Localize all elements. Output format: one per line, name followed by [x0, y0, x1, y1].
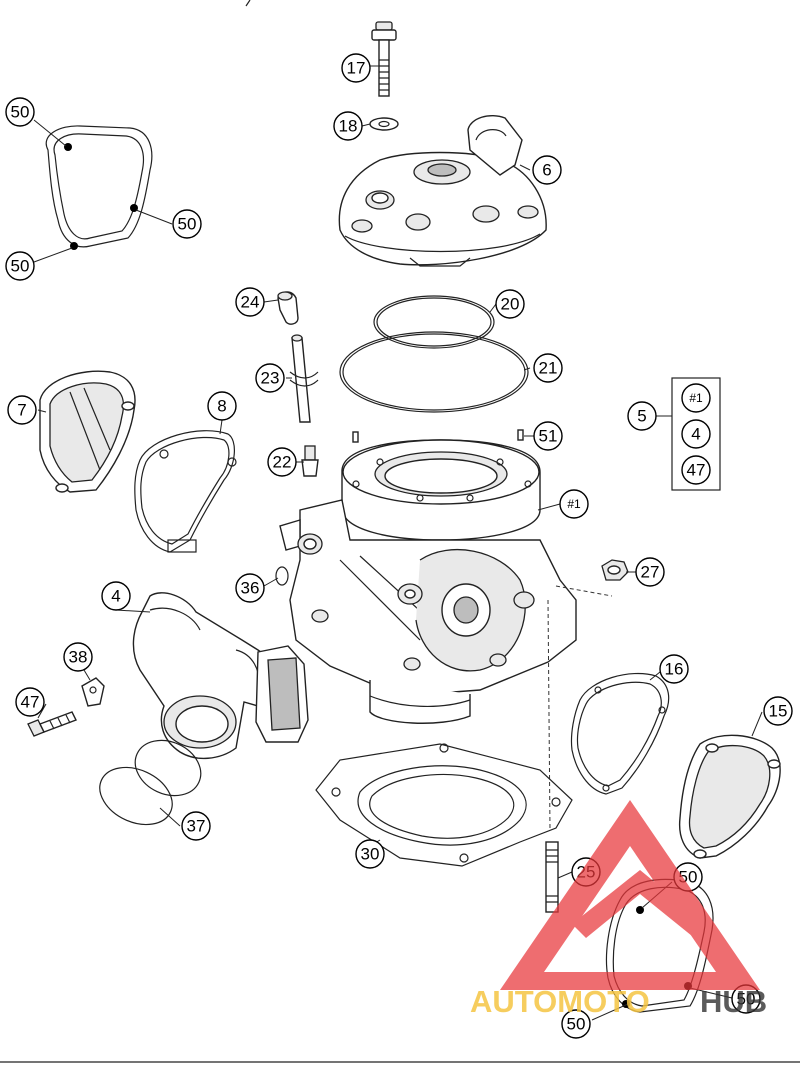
svg-text:50: 50: [11, 103, 30, 122]
callout-51: 51: [533, 421, 563, 451]
callout-30: 30: [355, 839, 385, 869]
part-4-intake-manifold: [132, 592, 309, 759]
callout-50-c: 50: [5, 251, 35, 281]
callout-24: 24: [235, 287, 265, 317]
callout-20: 20: [495, 289, 525, 319]
svg-text:47: 47: [21, 693, 40, 712]
cropped-title-fragment: [245, 0, 251, 7]
svg-text:6: 6: [542, 161, 551, 180]
part-7-cover: [39, 370, 136, 493]
part-36-o-ring: [275, 566, 289, 586]
part-38-clip: [81, 677, 105, 707]
part-30-base-gasket: [315, 743, 573, 867]
svg-text:#1: #1: [689, 391, 703, 405]
callout-38: 38: [63, 642, 93, 672]
svg-text:50: 50: [737, 990, 756, 1009]
callout-7: 7: [7, 395, 37, 425]
part-50-gasket-top-left: [45, 125, 153, 248]
svg-text:HUB: HUB: [700, 984, 767, 1019]
callout-50-a: 50: [5, 97, 35, 127]
svg-text:4: 4: [691, 425, 700, 444]
svg-text:27: 27: [641, 563, 660, 582]
part-17-bolt: [371, 21, 397, 97]
svg-text:37: 37: [187, 817, 206, 836]
callout-8: 8: [207, 391, 237, 421]
svg-text:17: 17: [347, 59, 366, 78]
callout-21: 21: [533, 353, 563, 383]
part-21-o-ring-large: [339, 331, 529, 413]
part-1-cylinder: [279, 439, 577, 724]
callout-6: 6: [532, 155, 562, 185]
svg-text:7: 7: [17, 401, 26, 420]
part-47-screw: [27, 711, 77, 737]
part-18-washer: [369, 117, 399, 131]
kit-5-box: [671, 377, 721, 491]
svg-text:#1: #1: [567, 497, 581, 511]
svg-text:50: 50: [11, 257, 30, 276]
svg-text:8: 8: [217, 397, 226, 416]
svg-text:47: 47: [687, 461, 706, 480]
kit-item-1: #1: [681, 383, 711, 413]
svg-text:23: 23: [261, 369, 280, 388]
callout-18: 18: [333, 111, 363, 141]
svg-text:4: 4: [111, 587, 120, 606]
part-37-o-rings: [99, 739, 202, 826]
automotohub-watermark: [500, 800, 760, 990]
part-25-stud: [545, 841, 559, 913]
svg-text:51: 51: [539, 427, 558, 446]
callout-5: 5: [627, 401, 657, 431]
svg-text:50: 50: [178, 215, 197, 234]
part-51-dowel-pins: [352, 429, 524, 443]
automotohub-logo-text: AUTOMOTO HUB: [470, 984, 767, 1019]
kit-item-47: 47: [681, 455, 711, 485]
callout-4: 4: [101, 581, 131, 611]
part-16-gasket: [570, 672, 670, 795]
callout-17: 17: [341, 53, 371, 83]
part-20-o-ring: [373, 295, 495, 349]
callout-37: 37: [181, 811, 211, 841]
part-15-cover: [678, 734, 781, 859]
callout-22: 22: [267, 447, 297, 477]
svg-text:16: 16: [665, 660, 684, 679]
part-24-elbow-fitting: [277, 291, 299, 325]
callout-15: 15: [763, 696, 793, 726]
svg-text:50: 50: [567, 1015, 586, 1034]
gasket-bolt-point: [64, 143, 72, 151]
callout-23: 23: [255, 363, 285, 393]
callout-47: 47: [15, 687, 45, 717]
svg-text:30: 30: [361, 845, 380, 864]
svg-text:24: 24: [241, 293, 260, 312]
svg-text:15: 15: [769, 702, 788, 721]
kit-item-4: 4: [681, 419, 711, 449]
part-6-cylinder-head: [338, 114, 547, 267]
svg-text:22: 22: [273, 453, 292, 472]
part-27-nut: [601, 559, 629, 581]
svg-text:36: 36: [241, 579, 260, 598]
part-22-fitting: [301, 445, 319, 477]
callout-1: #1: [559, 489, 589, 519]
callout-50-b: 50: [172, 209, 202, 239]
part-23-hose: [289, 334, 319, 423]
svg-text:21: 21: [539, 359, 558, 378]
svg-text:38: 38: [69, 648, 88, 667]
callout-50-f: 50: [561, 1009, 591, 1039]
svg-text:20: 20: [501, 295, 520, 314]
callout-27: 27: [635, 557, 665, 587]
callout-36: 36: [235, 573, 265, 603]
part-8-gasket: [134, 430, 237, 553]
svg-text:AUTOMOTO: AUTOMOTO: [470, 984, 650, 1019]
callout-16: 16: [659, 654, 689, 684]
svg-text:5: 5: [637, 407, 646, 426]
svg-text:18: 18: [339, 117, 358, 136]
